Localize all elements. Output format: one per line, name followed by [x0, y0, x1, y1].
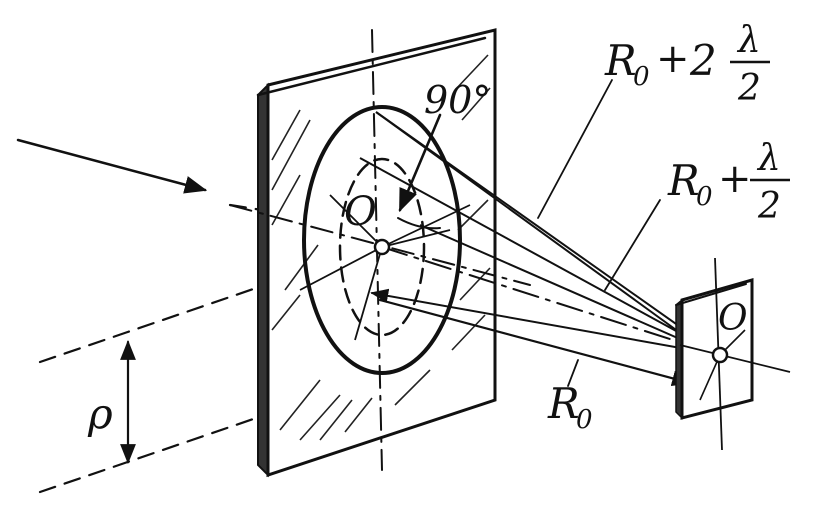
leader-r0-plus-lambda [537, 79, 613, 219]
svg-text:+: + [656, 36, 690, 82]
ray-r0 [378, 298, 692, 387]
leader-r0-plus-half [604, 199, 661, 291]
screen-center-point [373, 238, 391, 256]
angle-arrow [398, 113, 442, 213]
svg-text:2: 2 [757, 186, 781, 227]
beam-lines [38, 203, 267, 494]
observer-center-label: O [718, 298, 748, 339]
label-r0-plus-lambda: R 0 + 2 λ 2 [604, 20, 770, 109]
label-r0: R 0 [547, 379, 593, 435]
svg-text:2: 2 [737, 68, 761, 109]
svg-text:R: R [667, 156, 700, 205]
svg-text:0: 0 [576, 405, 593, 435]
svg-text:+: + [718, 156, 752, 202]
label-r0-plus-half: R 0 + λ 2 [667, 138, 790, 227]
svg-text:0: 0 [696, 182, 713, 212]
svg-text:λ: λ [736, 20, 761, 61]
svg-text:0: 0 [633, 62, 650, 92]
screen-center-label: O [344, 189, 377, 235]
svg-text:R: R [604, 36, 637, 85]
svg-text:λ: λ [756, 138, 781, 179]
optical-axis [381, 246, 721, 356]
rays-to-observer [359, 111, 721, 356]
rho-label: ρ [87, 389, 113, 438]
svg-text:R: R [547, 379, 580, 428]
angle-arc [397, 217, 441, 230]
inner-zone-ring [338, 157, 426, 337]
observer-plate [675, 257, 791, 451]
leader-r0 [567, 359, 579, 387]
radial-lines [299, 194, 471, 341]
observer-point [711, 346, 729, 364]
incident-ray [16, 138, 208, 194]
ray-r0-back [370, 288, 721, 356]
angle-label: 90° [424, 78, 491, 122]
svg-text:2: 2 [689, 36, 717, 85]
outer-zone-ring [302, 105, 462, 375]
